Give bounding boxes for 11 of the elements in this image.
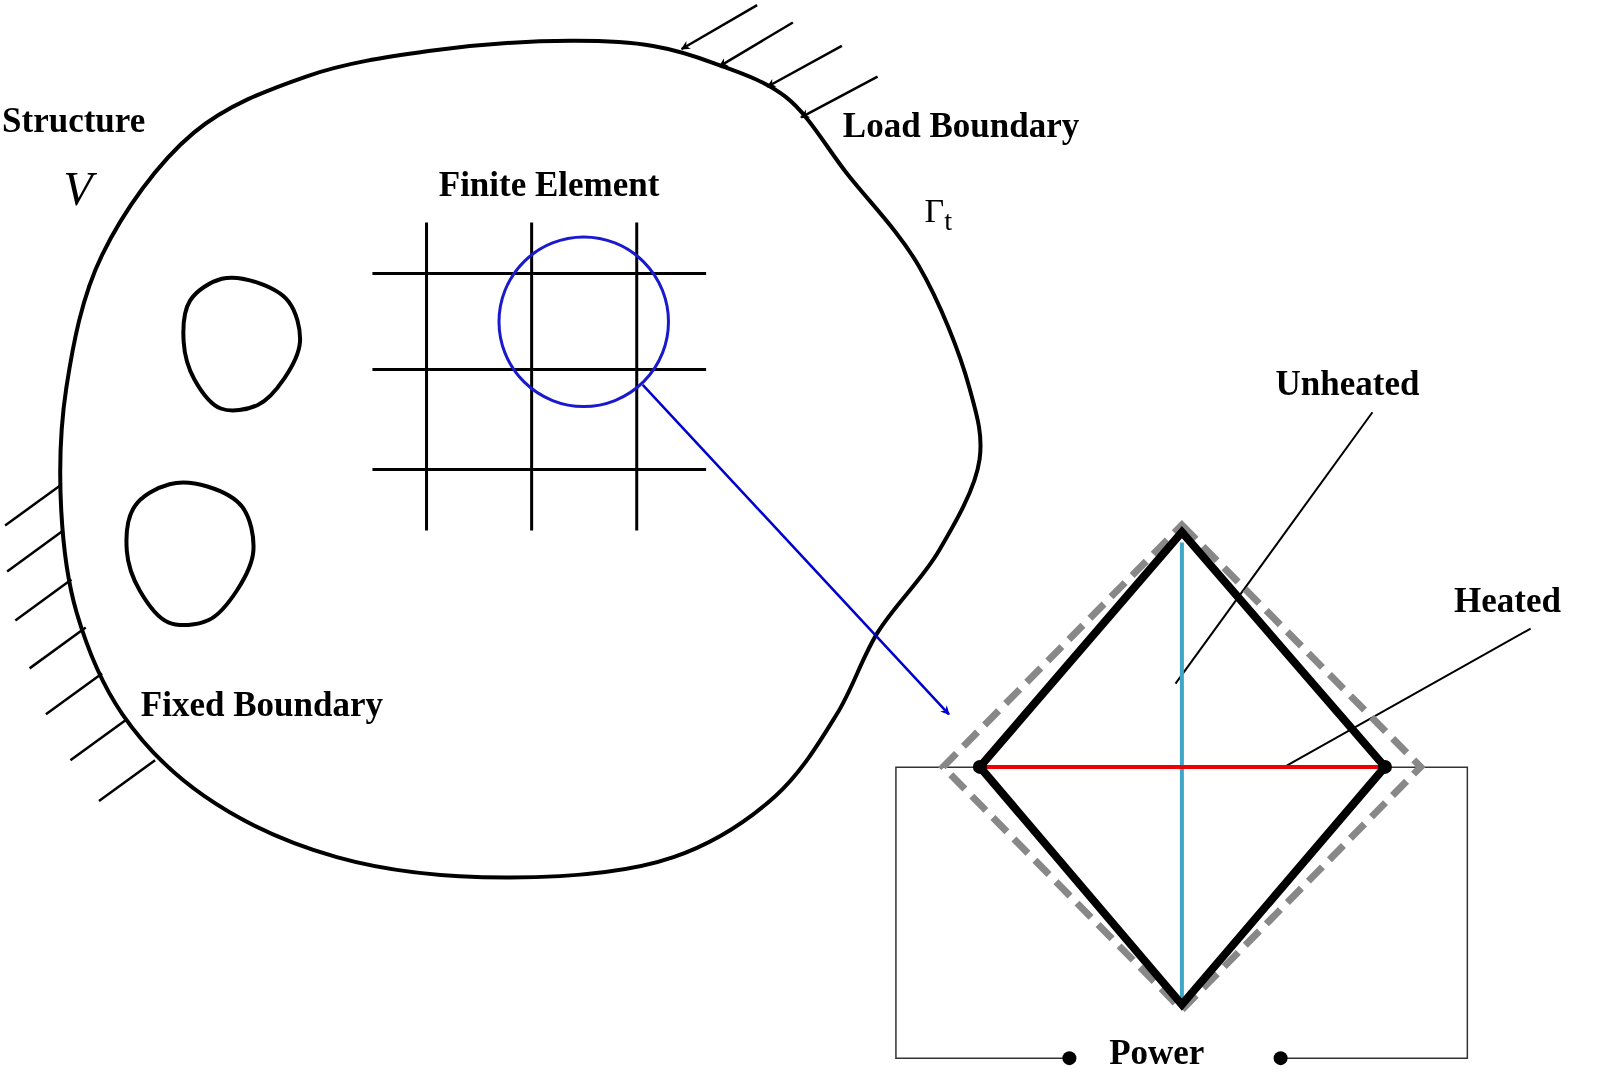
mesh-label: Finite Element [438, 166, 660, 205]
power-label: Power [1109, 1033, 1205, 1073]
boundary-symbol: Γ$_{t}$ [924, 191, 952, 236]
structure-label: Structure [2, 102, 146, 141]
arrow [641, 384, 950, 716]
magnifier-circle [496, 234, 671, 409]
component-label: Unheated [1275, 365, 1470, 413]
boundary-label: Load Boundary [842, 107, 1080, 146]
component-label: Heated [1454, 581, 1600, 629]
leader-line [1174, 411, 1374, 685]
boundary-label: Fixed Boundary [140, 685, 383, 725]
